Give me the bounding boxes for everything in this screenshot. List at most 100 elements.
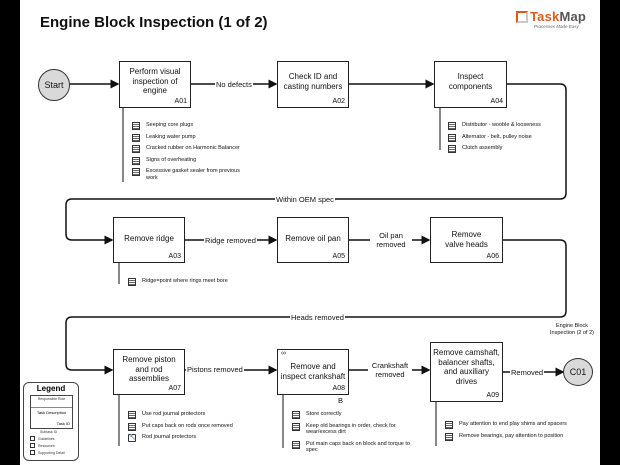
- notes-a09: Pay attention to end play shims and spac…: [445, 421, 575, 444]
- notes-a08: Store correctly Keep old bearings in ord…: [292, 411, 412, 459]
- logo-tagline: Processes Made Easy: [534, 24, 579, 29]
- task-a01-id: A01: [174, 98, 187, 105]
- guideline-icon: [292, 440, 300, 449]
- note-item: Leaking water pump: [132, 133, 242, 142]
- guideline-icon: [132, 168, 140, 176]
- note-item: 🔧Rod journal protectors: [128, 434, 197, 442]
- end-connector-node: C01: [563, 358, 593, 386]
- legend-description: Task Description: [36, 410, 67, 415]
- legend-divider: [31, 407, 72, 408]
- note-item: Use rod journal protectors: [128, 411, 238, 419]
- task-a08-label: Remove and inspect crankshaft: [280, 362, 346, 381]
- guideline-icon: [132, 122, 140, 130]
- page-title: Engine Block Inspection (1 of 2): [40, 14, 268, 31]
- guideline-icon: [128, 411, 136, 419]
- note-item: Put main caps back on block and torque t…: [292, 440, 412, 454]
- end-connector-ref: Engine Block Inspection (2 of 2): [549, 323, 595, 336]
- task-a02-label: Check ID and casting numbers: [283, 72, 343, 91]
- guideline-icon: [448, 122, 456, 130]
- notes-a03: Ridge=point where rings meet bore: [128, 278, 268, 290]
- task-a03-label: Remove ridge: [124, 234, 174, 243]
- task-a09-id: A09: [486, 392, 499, 399]
- guideline-icon: [30, 436, 35, 441]
- note-item: Store correctly: [292, 411, 412, 419]
- note-item: Clutch assembly: [448, 145, 578, 153]
- legend-title: Legend: [36, 384, 66, 393]
- resource-icon: 🔧: [128, 434, 136, 442]
- taskmap-logo: TaskMap Processes Made Easy: [516, 9, 592, 33]
- task-a09: Remove camshaft, balancer shafts, and au…: [430, 342, 503, 402]
- edge-label-within-oem: Within OEM spec: [275, 195, 335, 204]
- resource-icon: [30, 443, 35, 448]
- task-a01: Perform visual inspection of engine A01: [119, 61, 191, 108]
- note-item: Pay attention to end play shims and spac…: [445, 421, 575, 429]
- note-item: Cracked rubber on Harmonic Balancer: [132, 145, 242, 153]
- process-map-page: Engine Block Inspection (1 of 2) TaskMap…: [20, 0, 600, 465]
- task-a06-label: Remove valve heads: [445, 230, 488, 249]
- note-item: Seeping core plugs: [132, 122, 242, 130]
- legend-row: Supporting Detail: [30, 450, 65, 455]
- task-a05-id: A05: [332, 253, 345, 260]
- end-connector-label: C01: [569, 367, 587, 377]
- legend-subtask: Subtask ID: [40, 430, 58, 434]
- task-a06-id: A06: [486, 253, 499, 260]
- legend-task-box: Responsible Role Task Description Task I…: [30, 395, 73, 429]
- note-item: Keep old bearings in order, check for we…: [292, 422, 412, 436]
- edge-label-oil-pan-removed: Oil pan removed: [370, 231, 412, 249]
- task-a08: ∞ Remove and inspect crankshaft A08: [277, 349, 349, 395]
- legend-task-id: Task ID: [56, 421, 70, 426]
- task-a03: Remove ridge A03: [113, 217, 185, 263]
- note-item: Distributor - wooble & looseness: [448, 122, 578, 130]
- note-item: Alternator - belt, pulley noise: [448, 133, 578, 142]
- link-icon: ∞: [281, 350, 286, 357]
- note-item: Signs of overheating: [132, 156, 242, 165]
- guideline-icon: [292, 411, 300, 419]
- task-a08-id: A08: [332, 385, 345, 392]
- task-a07: Remove piston and rod assemblies A07: [113, 349, 185, 395]
- task-a09-label: Remove camshaft, balancer shafts, and au…: [433, 348, 500, 386]
- guideline-icon: [448, 145, 456, 153]
- edge-label-pistons-removed: Pistons removed: [186, 365, 244, 374]
- task-a07-id: A07: [168, 385, 181, 392]
- task-a08-subtask: B: [338, 396, 344, 405]
- task-a04-label: Inspect components: [448, 72, 493, 91]
- legend-role: Responsible Role: [37, 397, 66, 401]
- edge-label-removed: Removed: [510, 368, 545, 377]
- guideline-icon: [292, 422, 300, 431]
- note-item: Excessive gasket sealer from previous wo…: [132, 168, 242, 181]
- logo-name-b: Map: [559, 9, 587, 24]
- guideline-icon: [128, 278, 136, 286]
- task-a07-label: Remove piston and rod assemblies: [122, 355, 176, 383]
- edge-label-crankshaft-removed: Crankshaft removed: [368, 361, 412, 379]
- task-a06: Remove valve heads A06: [430, 217, 503, 263]
- task-a01-label: Perform visual inspection of engine: [129, 67, 181, 95]
- task-a05: Remove oil pan A05: [277, 217, 349, 263]
- guideline-icon: [445, 432, 453, 441]
- guideline-icon: [132, 145, 140, 153]
- guideline-icon: [445, 421, 453, 429]
- edge-label-heads-removed: Heads removed: [290, 313, 345, 322]
- note-item: Put caps back on rods once removed: [128, 422, 238, 431]
- guideline-icon: [132, 156, 140, 165]
- logo-name-a: Task: [530, 9, 560, 24]
- guideline-icon: [132, 133, 140, 142]
- supporting-detail-icon: [30, 450, 35, 455]
- taskmap-logo-icon: [516, 11, 528, 23]
- guideline-icon: [128, 422, 136, 431]
- guideline-icon: [448, 133, 456, 142]
- legend-row: Resources: [30, 443, 55, 448]
- notes-a07: Use rod journal protectors Put caps back…: [128, 411, 238, 446]
- legend: Legend Responsible Role Task Description…: [23, 382, 79, 461]
- task-a04-id: A04: [490, 98, 503, 105]
- notes-a01: Seeping core plugs Leaking water pump Cr…: [132, 122, 242, 186]
- task-a05-label: Remove oil pan: [285, 234, 341, 243]
- task-a02-id: A02: [332, 98, 345, 105]
- task-a03-id: A03: [168, 253, 181, 260]
- start-node: Start: [38, 69, 70, 101]
- edge-label-no-defects: No defects: [215, 80, 253, 89]
- task-a04: Inspect components A04: [434, 61, 507, 108]
- note-item: Remove bearings, pay attention to positi…: [445, 432, 575, 441]
- task-a02: Check ID and casting numbers A02: [277, 61, 349, 108]
- notes-a04: Distributor - wooble & looseness Alterna…: [448, 122, 578, 157]
- edge-label-ridge-removed: Ridge removed: [204, 236, 257, 245]
